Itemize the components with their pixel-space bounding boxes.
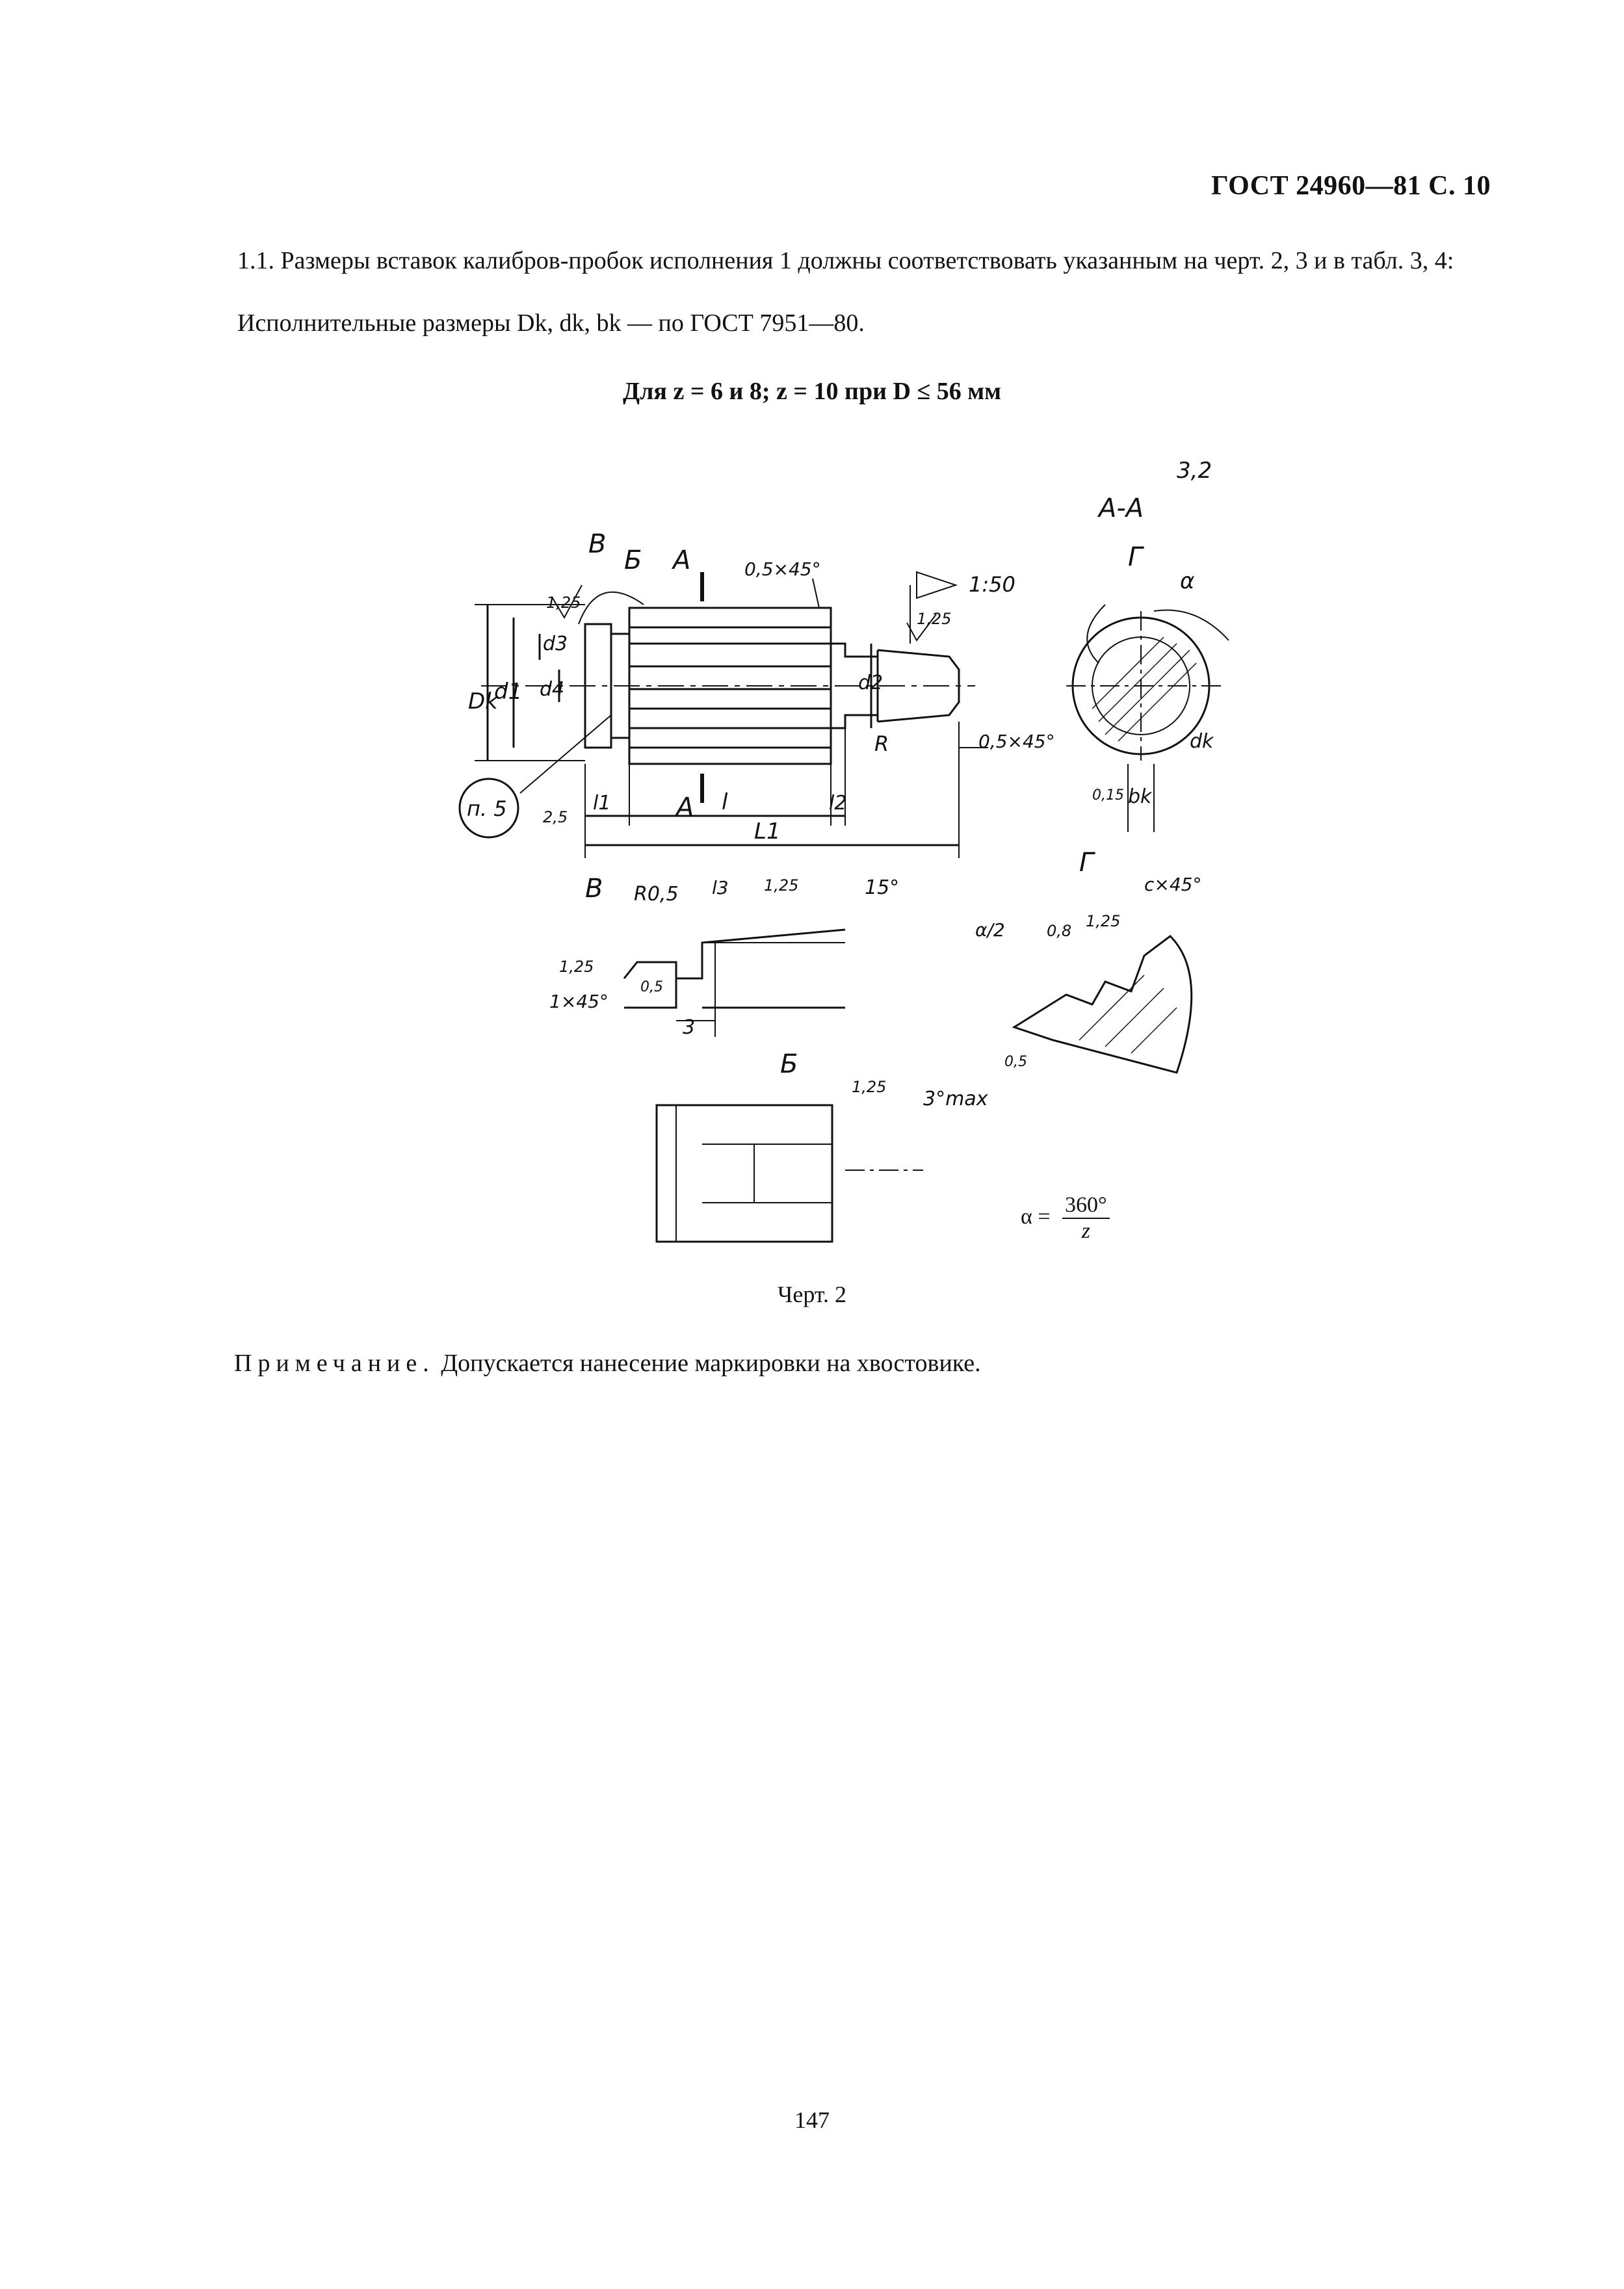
label-rough-v2: 1,25 — [559, 958, 594, 976]
section-aa — [1066, 604, 1229, 832]
note-prefix: Примечание. — [234, 1350, 435, 1377]
detail-view-v — [623, 928, 846, 1037]
label-chamfer-top: 0,5×45° — [744, 558, 821, 580]
drawing-subtitle: Для z = 6 и 8; z = 10 при D ≤ 56 мм — [622, 378, 1002, 405]
formula-denominator: z — [1081, 1219, 1090, 1243]
label-view-v: В — [588, 529, 606, 559]
note-text: Допускается нанесение маркировки на хвос… — [434, 1350, 981, 1377]
label-r05: R0,5 — [634, 883, 679, 906]
formula-numerator: 360° — [1062, 1193, 1110, 1219]
label-deg15: 15° — [865, 876, 899, 899]
label-l3: l3 — [712, 877, 729, 898]
label-rough-g: 1,25 — [1086, 912, 1120, 930]
label-roughness-main: 3,2 — [1177, 458, 1212, 484]
label-detail-v: В — [585, 874, 603, 904]
label-alpha-half: α/2 — [975, 919, 1005, 941]
paragraph-exec-sizes: Исполнительные размеры Dk, dk, bk — по Г… — [237, 309, 865, 337]
formula-lhs: α = — [1021, 1204, 1051, 1229]
label-view-a: А — [671, 545, 690, 575]
label-bk: bk — [1128, 785, 1153, 808]
label-p5: п. 5 — [467, 796, 507, 821]
technical-drawing: А-А 3,2 В Б А А Г Г 0,5×45° 1:50 1,25 1,… — [458, 458, 1229, 1243]
label-rough-v: 1,25 — [764, 876, 798, 895]
label-rough-head: 1,25 — [546, 594, 581, 612]
label-view-a-bottom: А — [674, 792, 694, 822]
label-dim-3: 3 — [683, 1016, 695, 1039]
page-number: 147 — [794, 2107, 830, 2133]
detail-view-b — [655, 1104, 923, 1243]
label-view-g: Г — [1128, 542, 1144, 572]
label-rough-b: 1,25 — [852, 1078, 886, 1096]
main-view — [458, 571, 988, 858]
detail-view-g — [1012, 935, 1193, 1074]
label-dim-05-g: 0,5 — [1004, 1054, 1027, 1070]
label-l: l — [722, 789, 728, 815]
label-dk: dk — [1190, 730, 1214, 753]
label-dk-cap: Dk — [468, 688, 499, 714]
label-dim-08: 0,8 — [1047, 922, 1071, 940]
note: Примечание. Допускается нанесение маркир… — [234, 1349, 981, 1378]
label-d4: d4 — [540, 678, 564, 701]
label-rough-shank: 1,25 — [917, 610, 951, 628]
label-l1: l1 — [593, 792, 610, 815]
label-big-l1: L1 — [754, 818, 781, 844]
label-section-aa: А-А — [1097, 493, 1144, 523]
drawing-caption: Черт. 2 — [778, 1281, 846, 1307]
label-r: R — [874, 731, 889, 756]
label-taper: 1:50 — [969, 572, 1015, 597]
label-view-b: Б — [624, 545, 642, 575]
label-dim-05: 0,5 — [640, 979, 663, 995]
formula-fraction: 360° z — [1062, 1193, 1110, 1244]
label-d1: d1 — [494, 679, 522, 705]
label-detail-b: Б — [780, 1049, 798, 1079]
label-alpha: α — [1180, 568, 1194, 594]
note-p5-circle — [458, 778, 519, 839]
label-cx45: c×45° — [1144, 874, 1201, 895]
label-dim-015: 0,15 — [1092, 787, 1124, 804]
alpha-formula: α = 360° z — [1021, 1193, 1110, 1244]
label-chamfer-1x45: 1×45° — [549, 991, 609, 1012]
label-l2: l2 — [829, 792, 846, 815]
label-dim-25: 2,5 — [543, 808, 568, 826]
label-deg3max: 3°max — [923, 1088, 988, 1110]
label-detail-g: Г — [1079, 848, 1095, 878]
page-header: ГОСТ 24960—81 С. 10 — [1211, 171, 1491, 201]
label-d3: d3 — [543, 633, 568, 655]
paragraph-1-1: 1.1. Размеры вставок калибров-пробок исп… — [237, 247, 1454, 274]
label-d2: d2 — [858, 672, 883, 694]
label-chamfer-right: 0,5×45° — [978, 731, 1055, 752]
